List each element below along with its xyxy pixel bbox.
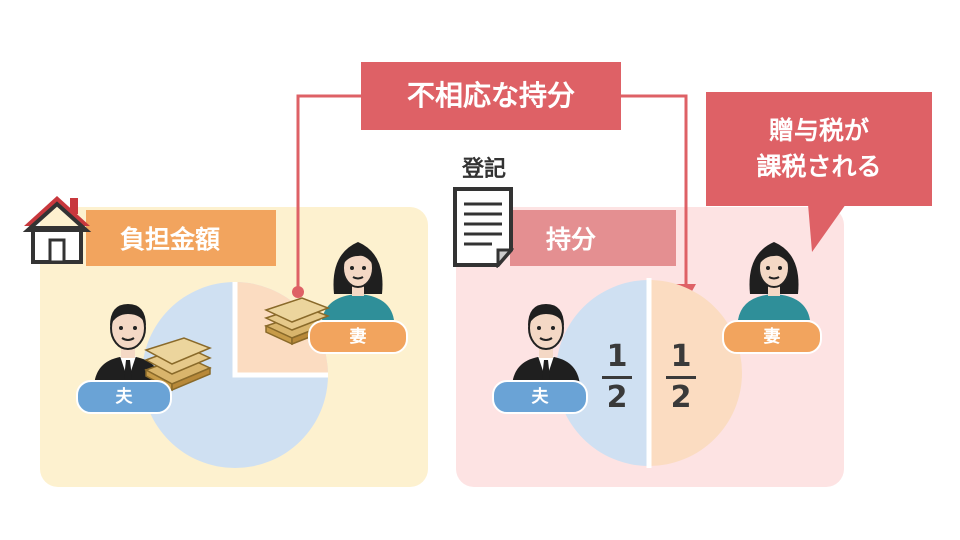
ownership-pie-wife (649, 280, 742, 466)
connector-left (296, 94, 361, 292)
document-label: 登記 (462, 157, 507, 182)
woman-icon (738, 242, 810, 320)
husband-label-right: 夫 (492, 380, 588, 414)
wife-label-right: 妻 (722, 320, 822, 354)
wife-label-left: 妻 (308, 320, 408, 354)
ownership-pie-husband (556, 280, 649, 466)
house-icon (22, 196, 92, 264)
connector-left-dot (292, 286, 304, 298)
gift-tax-line1: 贈与税が (768, 116, 869, 145)
woman-icon (322, 242, 394, 320)
man-icon (512, 304, 580, 386)
callout-tax-tail (808, 204, 846, 252)
ownership-pie (556, 278, 742, 468)
husband-label-left: 夫 (76, 380, 172, 414)
money-stack-icon (144, 337, 213, 392)
wife-share-fraction: 1 2 (666, 340, 696, 415)
gift-tax-callout: 贈与税が 課税される (706, 92, 932, 206)
payment-header: 負担金額 (86, 210, 276, 266)
wife-share-denominator: 2 (670, 380, 692, 415)
husband-share-denominator: 2 (606, 380, 628, 415)
husband-share-fraction: 1 2 (602, 340, 632, 415)
ownership-header-text: 持分 (546, 225, 597, 254)
man-icon (94, 304, 162, 386)
disproportionate-share-callout: 不相応な持分 (361, 62, 621, 130)
payment-header-text: 負担金額 (120, 225, 221, 254)
gift-tax-line2: 課税される (756, 152, 882, 181)
husband-share-numerator: 1 (606, 339, 628, 374)
wife-share-numerator: 1 (670, 339, 692, 374)
ownership-header: 持分 (510, 210, 676, 266)
connector-right (621, 94, 688, 288)
document-icon (453, 187, 514, 268)
